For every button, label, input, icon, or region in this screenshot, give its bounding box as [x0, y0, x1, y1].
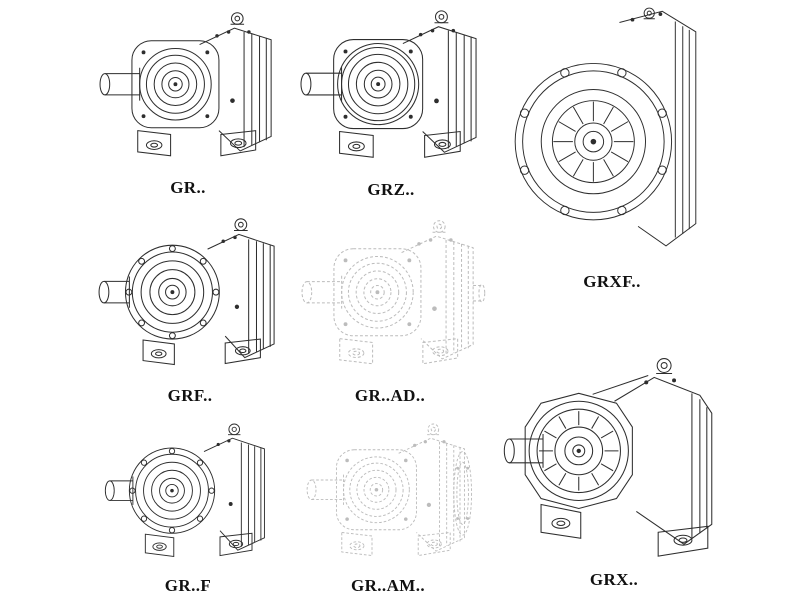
- gearbox-label-grf: GRF..: [167, 386, 213, 405]
- gearbox-figure-grxf: GRXF..: [497, 2, 727, 296]
- gearbox-label-grz: GRZ..: [367, 180, 415, 199]
- gear-reducer-motor-adapter-icon: [284, 416, 473, 576]
- gear-reducer-input-adapter-icon: [286, 212, 486, 386]
- gearbox-label-gr-f: GR..F: [164, 576, 212, 595]
- gearbox-figure-grx: GRX..: [496, 302, 732, 594]
- gearbox-figure-gr: GR..: [88, 4, 288, 202]
- gearbox-label-gr-am: GR..AM..: [350, 576, 426, 595]
- gearbox-label-grx: GRX..: [589, 570, 639, 589]
- gear-reducer-foot-mounted-icon: [88, 4, 288, 178]
- gearbox-label-grxf: GRXF..: [583, 272, 641, 291]
- gear-reducer-foot-flange-icon: [86, 416, 290, 576]
- gearbox-label-gr: GR..: [170, 178, 206, 197]
- gear-reducer-foot-ring-icon: [290, 2, 492, 180]
- motor-flange-bolts: [456, 466, 470, 520]
- gearbox-label-gr-ad: GR..AD..: [354, 386, 426, 405]
- gearbox-figure-gr-ad: GR..AD..: [286, 212, 494, 410]
- gearbox-figure-grf: GRF..: [88, 210, 292, 410]
- motor-flange: [453, 451, 473, 536]
- gear-reducer-grx-foot-icon: [496, 302, 732, 570]
- adapter-stub: [473, 283, 486, 303]
- gearbox-figure-grz: GRZ..: [290, 2, 492, 204]
- gearbox-figure-gr-am: GR..AM..: [284, 416, 492, 600]
- extra-ring: [337, 43, 420, 126]
- gearbox-figure-gr-f: GR..F: [86, 416, 290, 600]
- gear-reducer-flange-mounted-icon: [88, 210, 292, 386]
- gear-reducer-front-flange-icon: [497, 2, 727, 272]
